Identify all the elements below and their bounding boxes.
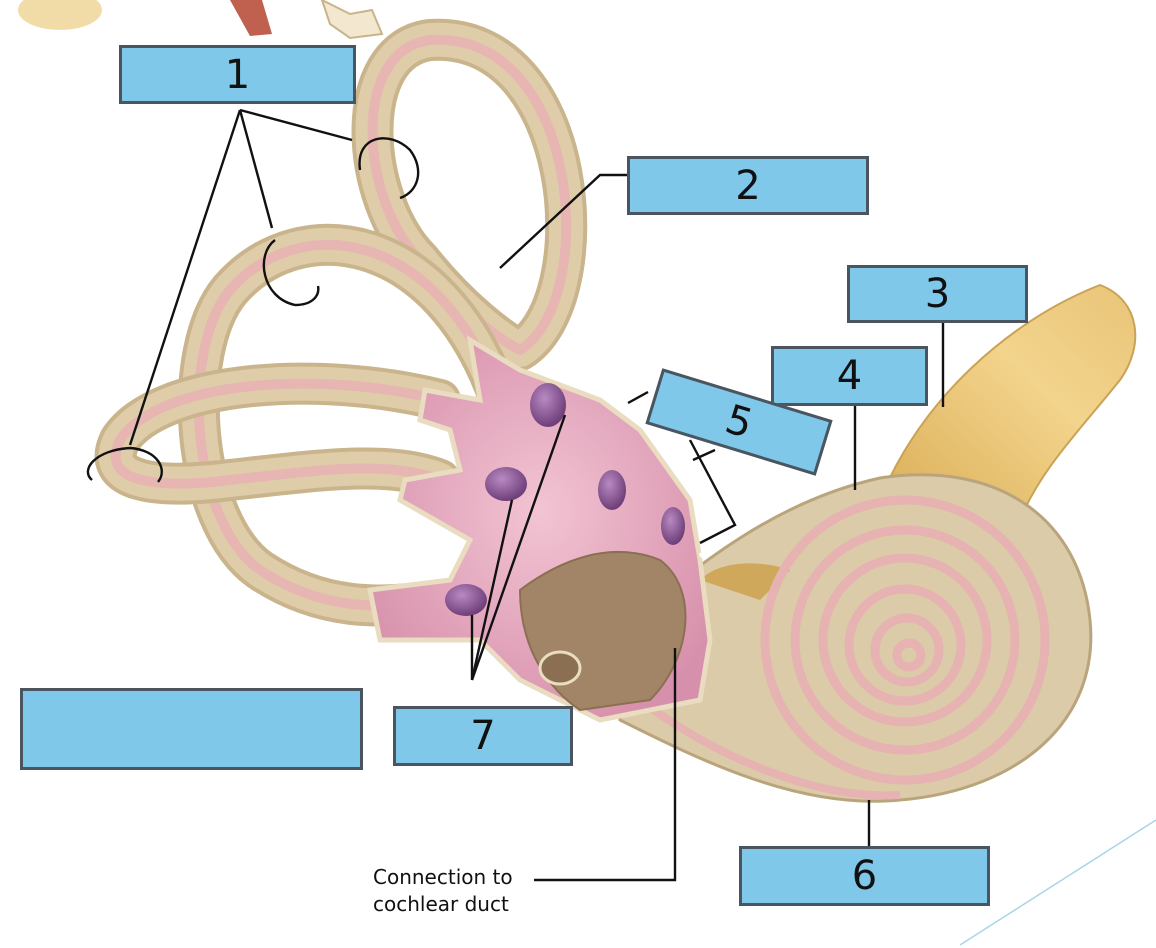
label-number-7: 7	[470, 713, 496, 759]
label-box-2[interactable]: 2	[627, 156, 869, 215]
label-box-3[interactable]: 3	[847, 265, 1028, 323]
cochlea	[608, 473, 1093, 803]
label-number-1: 1	[224, 51, 251, 98]
label-box-blank[interactable]	[20, 688, 363, 770]
label-box-1[interactable]: 1	[119, 45, 356, 104]
connection-caption: Connection to cochlear duct	[373, 865, 513, 916]
oval-opening	[538, 650, 582, 686]
cochlear-nerve	[878, 283, 1137, 521]
cropped-artwork-top	[18, 0, 384, 40]
label-number-2: 2	[735, 162, 761, 209]
label-number-6: 6	[851, 853, 878, 899]
label-box-4[interactable]: 4	[771, 346, 928, 406]
label-number-4: 4	[836, 353, 863, 399]
semicircular-canals	[94, 18, 588, 627]
decorative-line	[959, 819, 1156, 946]
vestibule	[367, 335, 713, 723]
ampulla-spots	[445, 383, 685, 616]
leader-lines	[86, 108, 945, 882]
label-number-3: 3	[924, 271, 951, 317]
label-box-6[interactable]: 6	[739, 846, 990, 906]
round-window-mark	[698, 542, 720, 559]
label-number-5: 5	[720, 396, 758, 448]
label-box-7[interactable]: 7	[393, 706, 573, 766]
